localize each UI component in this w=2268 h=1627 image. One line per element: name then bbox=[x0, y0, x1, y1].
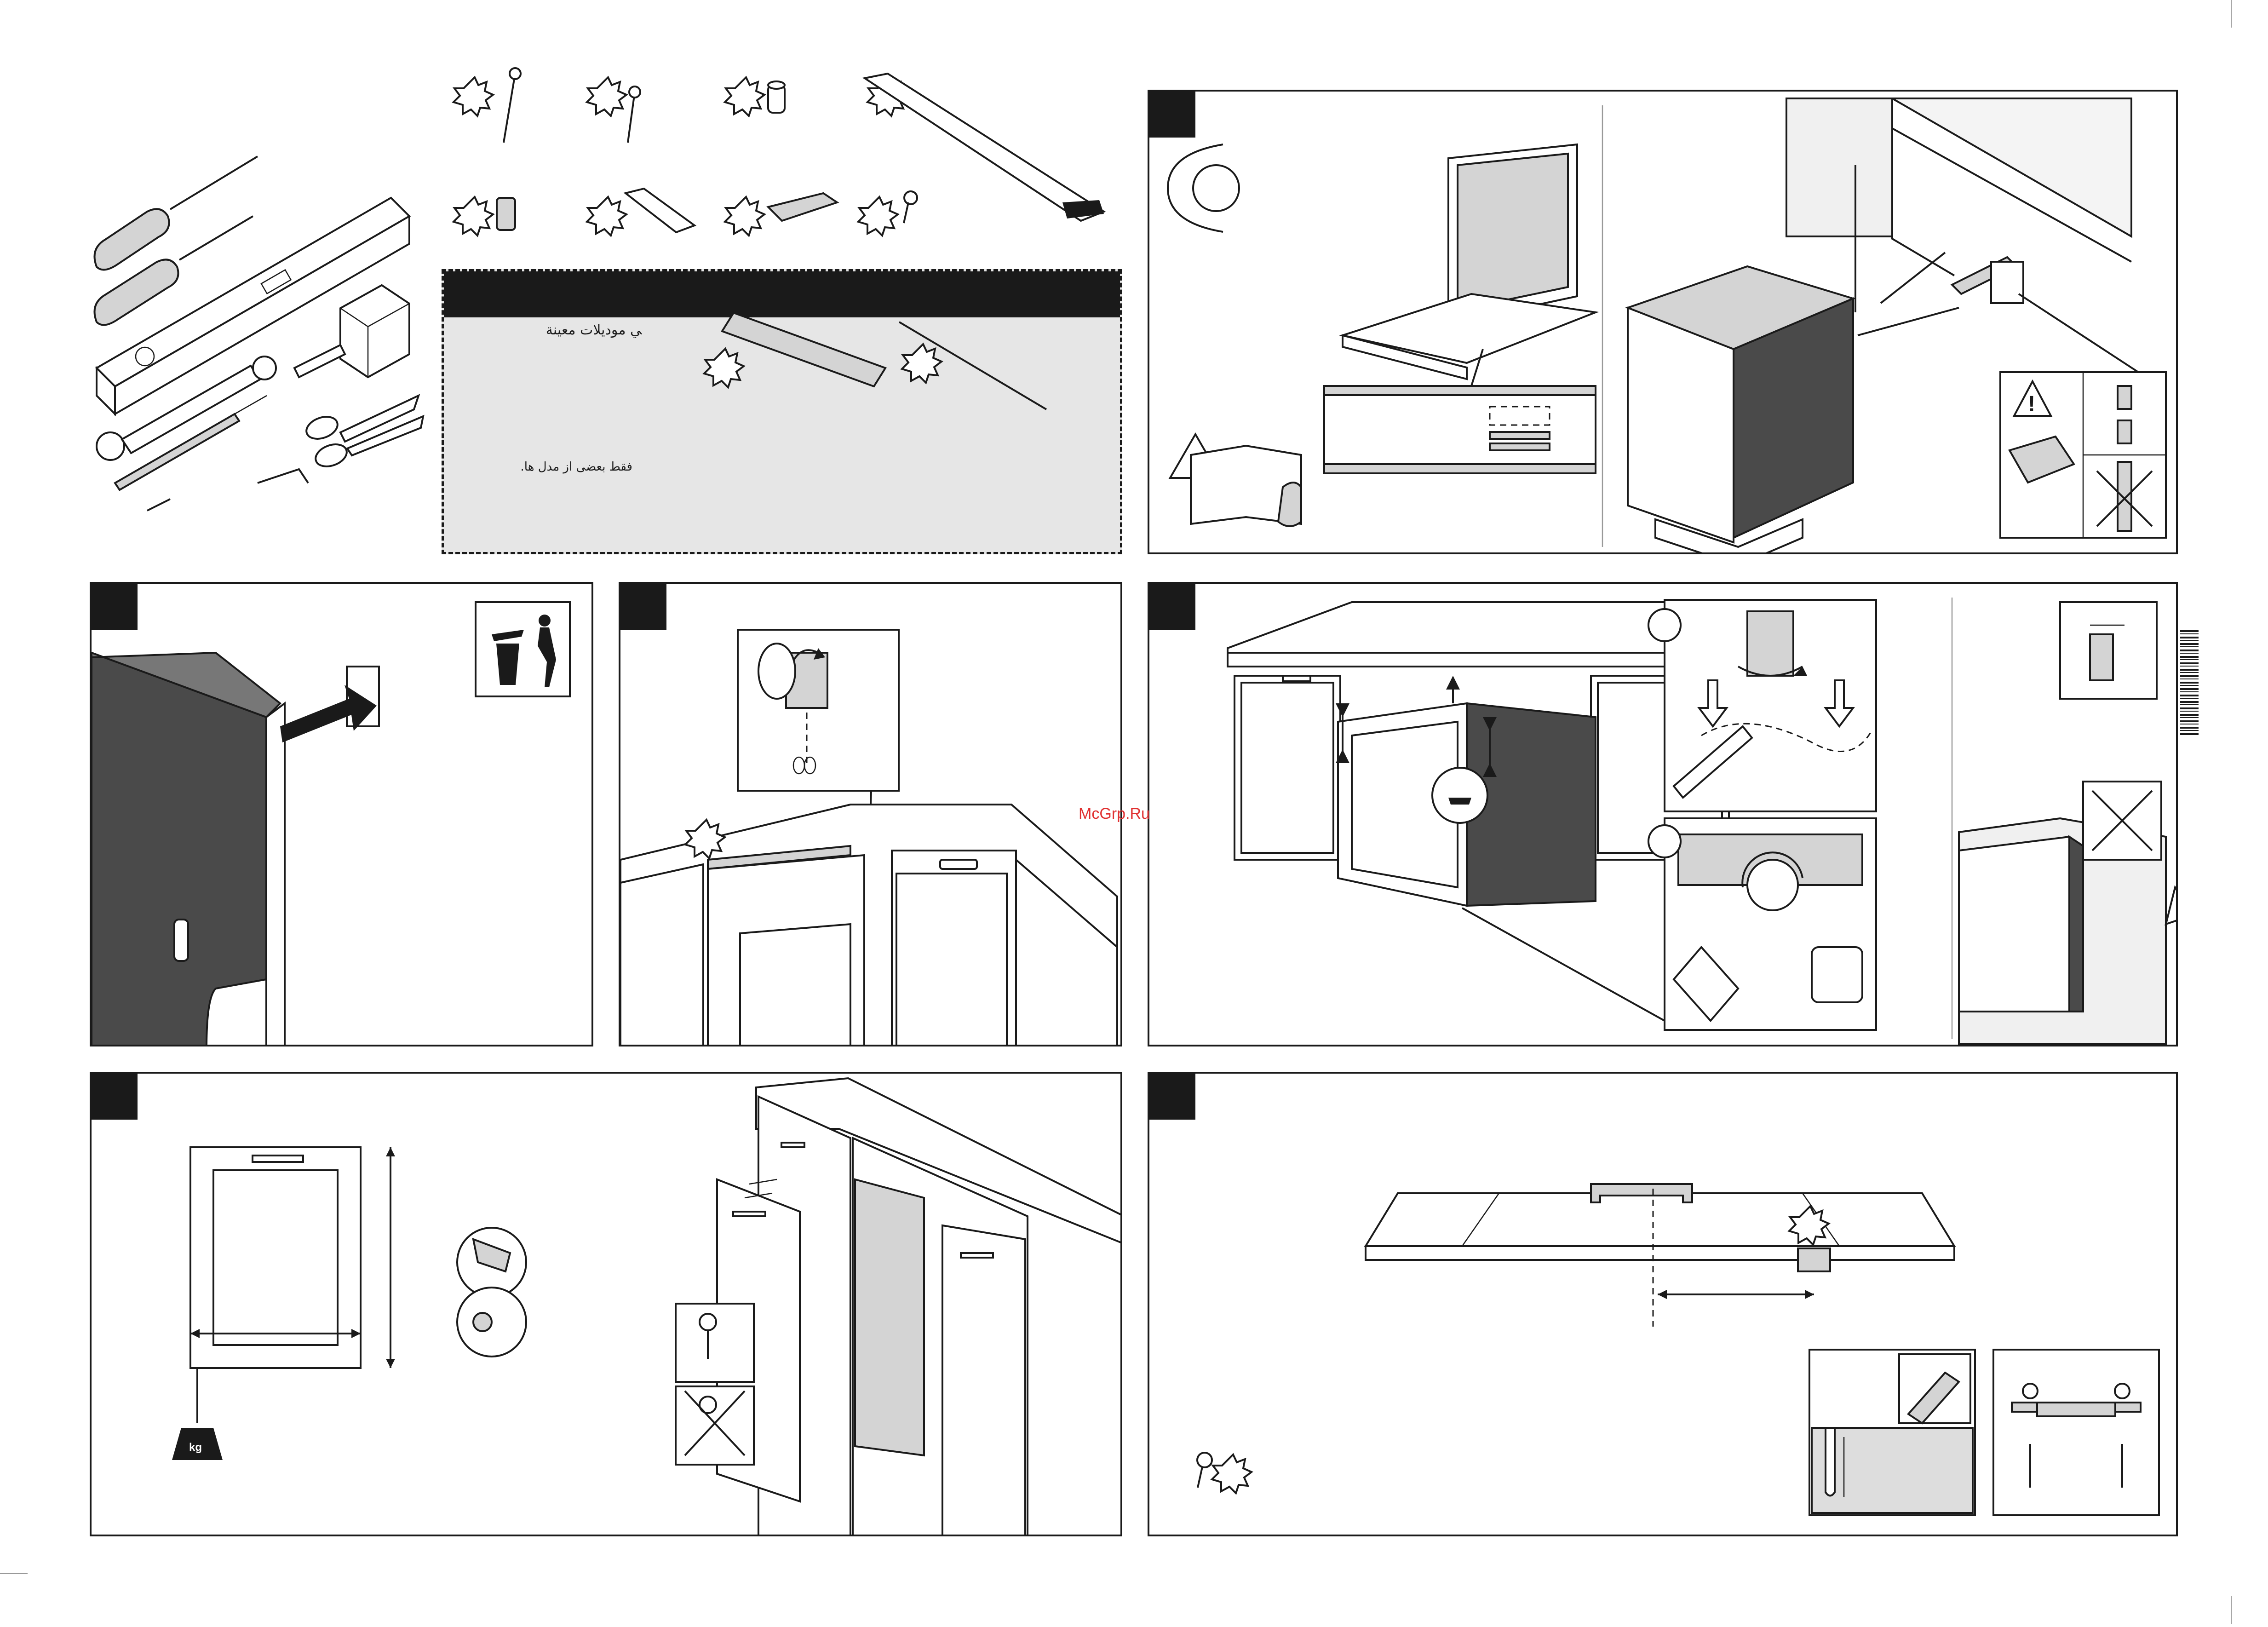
quantity-burst-icon bbox=[704, 349, 744, 387]
screw-bit-icon bbox=[147, 499, 170, 511]
quantity-burst-icon bbox=[587, 77, 626, 116]
handle-mount-screws-callout bbox=[1993, 1350, 2159, 1515]
step-6-drawing bbox=[1149, 1074, 2178, 1536]
tools-illustration bbox=[83, 152, 432, 529]
parts-illustration bbox=[451, 64, 1118, 248]
quantity-burst-icon bbox=[858, 197, 898, 236]
quantity-burst-icon bbox=[902, 344, 942, 383]
crop-mark bbox=[0, 1573, 28, 1574]
quantity-burst-icon bbox=[454, 197, 493, 236]
transport-protection-part bbox=[280, 667, 379, 742]
optional-parts-box: ﻲ ﻣﻮدﻳﻼت ﻣﻌﻴﻨﺔ ﻓﻘﻂ ﺑﻌﻀﯽ از ﻣﺪل ﻫﺎ. bbox=[442, 269, 1122, 554]
step-2-drawing bbox=[92, 584, 593, 1046]
detail-circle-icon bbox=[1193, 165, 1239, 211]
step-panel-1: ! ! bbox=[1148, 90, 2178, 554]
screwdriver-icon bbox=[95, 156, 258, 270]
step-panel-4 bbox=[1148, 582, 2178, 1046]
tools-drawing bbox=[83, 152, 432, 529]
step-4-drawing bbox=[1149, 584, 2178, 1046]
dishwasher-3d bbox=[1628, 266, 1853, 554]
crop-mark bbox=[2231, 0, 2232, 28]
crop-mark bbox=[2231, 1596, 2232, 1624]
comb-strip-icon bbox=[722, 313, 885, 386]
step-1-drawing: ! ! bbox=[1149, 92, 2178, 554]
step-panel-2 bbox=[90, 582, 593, 1046]
quantity-burst-icon bbox=[1212, 1455, 1252, 1493]
quantity-burst-icon bbox=[725, 197, 764, 236]
kitchen-cabinets-with-dishwasher bbox=[1228, 602, 1734, 1021]
step-5-drawing: kg bbox=[92, 1074, 1122, 1536]
allen-key-icon bbox=[258, 469, 308, 483]
protective-strip-icon bbox=[865, 74, 1104, 221]
height-detail-callout bbox=[2060, 602, 2157, 699]
screw-quantity-icon bbox=[1197, 1453, 1212, 1488]
socket-warning-callout: ! bbox=[2000, 372, 2166, 538]
hinge-strip-icon bbox=[626, 189, 695, 232]
mounting-bracket-icon bbox=[768, 193, 837, 221]
step-panel-6 bbox=[1148, 1072, 2178, 1536]
installed-side-view bbox=[1959, 782, 2178, 1044]
quantity-burst-icon bbox=[587, 197, 626, 236]
spring-icon bbox=[497, 198, 515, 230]
scissors-icon bbox=[304, 396, 423, 471]
cabinets-with-door-install bbox=[717, 1078, 1122, 1536]
warning-read-manual-icon: ! bbox=[1170, 434, 1301, 526]
foot-adjust-callout bbox=[1648, 600, 1876, 811]
recycle-bin-icon bbox=[476, 602, 570, 696]
dishwasher-open-door bbox=[1343, 144, 1596, 379]
optional-parts-drawing bbox=[444, 271, 1125, 557]
watermark-text: McGrp.Ru bbox=[1079, 805, 1150, 823]
parts-drawing bbox=[451, 64, 1118, 248]
quantity-burst-icon bbox=[725, 77, 764, 116]
quantity-burst-icon bbox=[454, 77, 493, 116]
spacer-sleeve-icon bbox=[768, 81, 785, 113]
svg-text:!: ! bbox=[2028, 392, 2035, 416]
wood-screw-icon bbox=[504, 68, 521, 143]
hinge-detail-circles bbox=[457, 1228, 526, 1357]
furniture-door-front bbox=[190, 1147, 395, 1368]
drill-depth-callout bbox=[1809, 1350, 1975, 1515]
screw-icon bbox=[628, 86, 640, 143]
step-panel-3 bbox=[619, 582, 1122, 1046]
weight-label: kg bbox=[189, 1441, 202, 1454]
step-panel-5: kg bbox=[90, 1072, 1122, 1536]
small-screw-icon bbox=[904, 191, 917, 223]
barcode bbox=[2180, 630, 2199, 736]
rear-foot-adjust-callout bbox=[1648, 818, 1876, 1030]
door-panel-handle-view bbox=[1366, 1184, 1954, 1327]
dishwasher-top-view bbox=[92, 653, 285, 1046]
step-3-drawing bbox=[620, 584, 1122, 1046]
